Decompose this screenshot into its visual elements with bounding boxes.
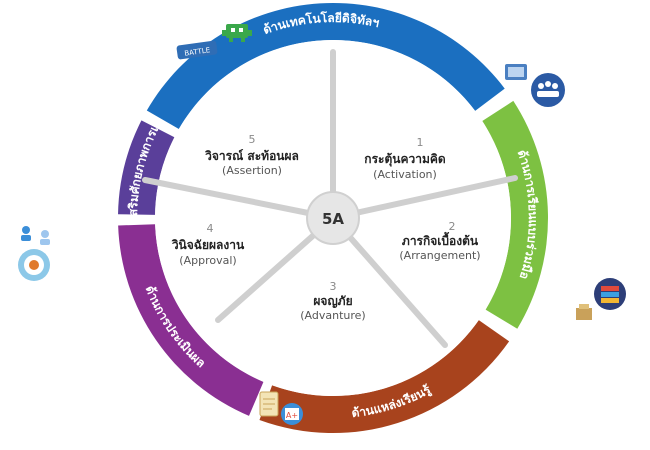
group-meeting-icon [505, 64, 565, 107]
step-number: 2 [449, 220, 456, 233]
report-grade-icon: A+ [259, 391, 303, 425]
step-advanture: 3 ผจญภัย (Advanture) [300, 280, 365, 322]
step-arrangement: 2 ภารกิจเบื้องต้น (Arrangement) [399, 220, 480, 262]
step-title: กระตุ้นความคิด [364, 152, 446, 167]
step-activation: 1 กระตุ้นความคิด (Activation) [364, 136, 446, 181]
people-target-icon [18, 226, 50, 281]
step-title: ผจญภัย [313, 294, 352, 308]
step-number: 1 [417, 136, 424, 149]
books-stack-icon [576, 278, 626, 320]
ring-segment-assessment [118, 224, 264, 416]
step-subtitle: (Activation) [373, 168, 437, 181]
segment-label-learning-potential: ด้านเสริมศักยภาพการเรียนรู้ [0, 0, 161, 216]
step-subtitle: (Arrangement) [399, 249, 480, 262]
ring-segment-collaborative [482, 100, 548, 329]
step-number: 4 [207, 222, 214, 235]
step-assertion: 5 วิจารณ์ สะท้อนผล (Assertion) [205, 133, 299, 177]
step-title: ภารกิจเบื้องต้น [402, 231, 479, 248]
step-subtitle: (Assertion) [222, 164, 282, 177]
bottom-caption [30, 430, 630, 450]
step-subtitle: (Approval) [179, 254, 236, 267]
ring-segment-learning-potential [118, 120, 175, 215]
svg-text:BATTLE: BATTLE [184, 46, 211, 58]
step-title: วิจารณ์ สะท้อนผล [205, 149, 299, 163]
step-number: 5 [249, 133, 256, 146]
ring-segment-learning-resources [259, 320, 510, 433]
game-controller-icon: BATTLE [176, 24, 252, 60]
center-hub [306, 191, 360, 245]
step-approval: 4 วินิจฉัยผลงาน (Approval) [172, 222, 245, 267]
svg-text:A+: A+ [286, 411, 298, 420]
step-title: วินิจฉัยผลงาน [172, 238, 245, 252]
step-number: 3 [330, 280, 337, 293]
step-subtitle: (Advanture) [300, 309, 365, 322]
center-label: 5A [322, 210, 344, 228]
